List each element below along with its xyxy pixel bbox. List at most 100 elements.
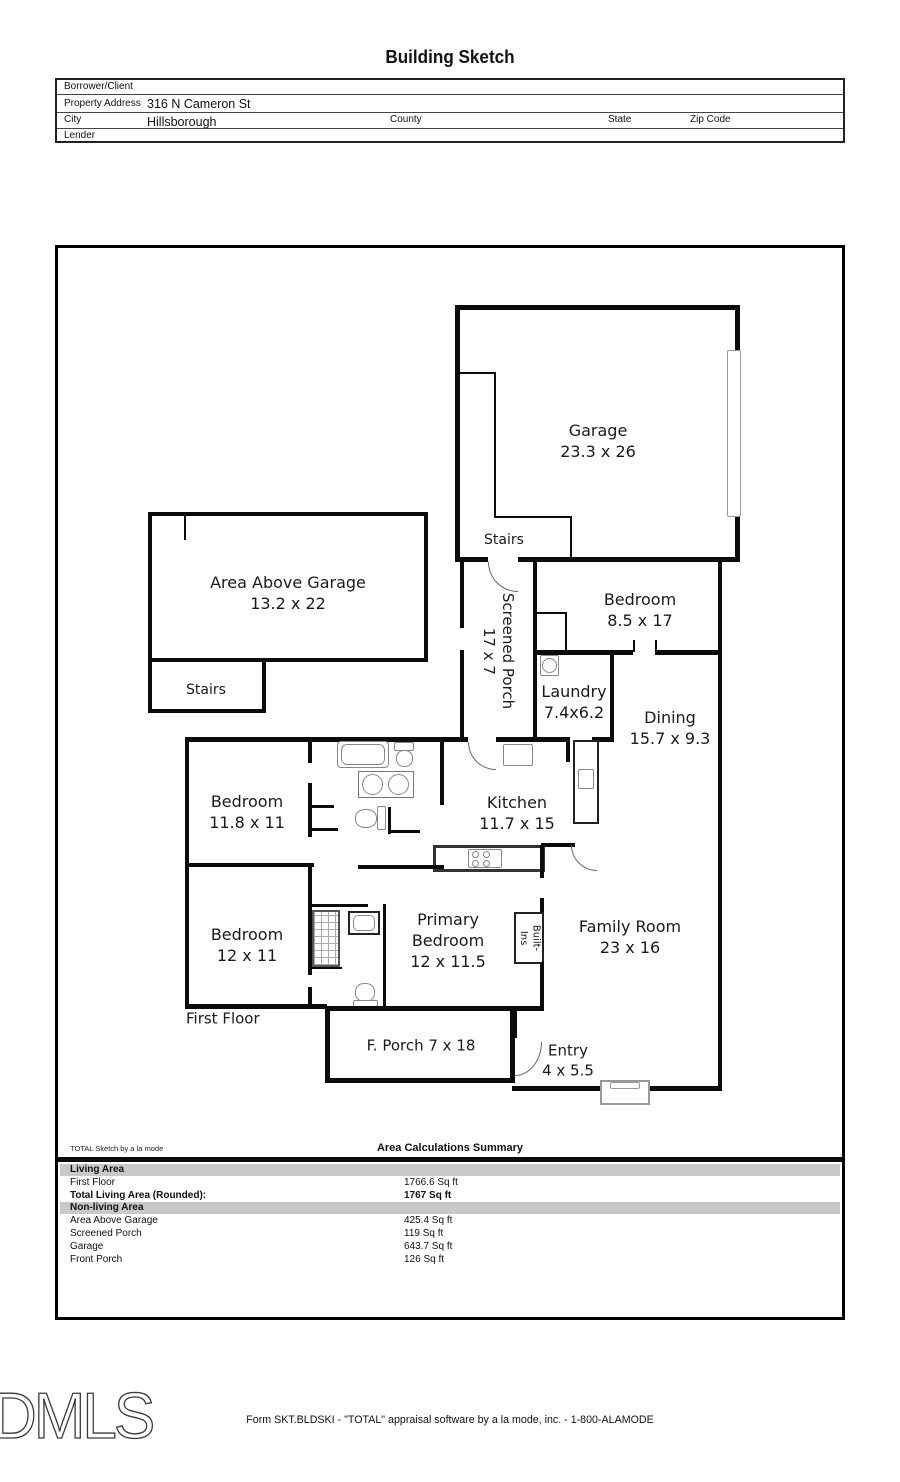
wall-segment (308, 987, 312, 1008)
room-label-entry: Entry 4 x 5.5 (542, 1041, 594, 1080)
wall-segment (592, 737, 614, 742)
summary-row-garage: Garage 643.7 Sq ft (70, 1241, 453, 1252)
page-title: Building Sketch (385, 47, 515, 67)
wall-segment (308, 828, 338, 831)
room-label-garage-stairs: Stairs (484, 531, 524, 548)
wall-segment (570, 516, 572, 557)
form-row-city: City Hillsborough County State Zip Code (57, 112, 843, 129)
room-label-front-porch: F. Porch 7 x 18 (366, 1036, 476, 1055)
wall-segment (460, 562, 464, 628)
wall-segment (184, 516, 186, 540)
wall-segment (460, 650, 464, 742)
floor-label-first-floor: First Floor (186, 1009, 260, 1028)
summary-row-total: Total Living Area (Rounded): 1767 Sq ft (70, 1190, 452, 1201)
lender-label: Lender (64, 130, 96, 141)
wall-segment (341, 744, 385, 765)
room-label-garage: Garage 23.3 x 26 (560, 421, 636, 461)
summary-title: Area Calculations Summary (376, 1142, 524, 1154)
summary-row-area-above-garage: Area Above Garage 425.4 Sq ft (70, 1215, 453, 1226)
property-address-label: Property Address (64, 98, 141, 109)
property-info-form: Borrower/Client Property Address 316 N C… (55, 78, 845, 143)
garage-door (727, 350, 741, 517)
wall-segment (472, 860, 479, 867)
room-label-bedroom3: Bedroom 12 x 11 (210, 925, 284, 965)
wall-segment (494, 372, 496, 518)
wall-segment (148, 658, 266, 713)
wall-segment (540, 962, 544, 1008)
wall-segment (541, 843, 575, 847)
wall-segment (496, 737, 566, 742)
wall-segment (388, 774, 409, 795)
borrower-label: Borrower/Client (64, 81, 133, 92)
room-label-screened-porch: Screened Porch 17 x 7 (480, 592, 517, 710)
wall-segment (358, 865, 444, 869)
wall-segment (353, 915, 375, 931)
wall-segment (655, 650, 722, 655)
wall-segment (472, 851, 479, 858)
wall-segment (185, 863, 314, 867)
wall-segment (565, 612, 567, 652)
summary-divider (58, 1157, 842, 1162)
room-label-kitchen: Kitchen 11.7 x 15 (479, 793, 555, 833)
wall-segment (512, 1006, 517, 1038)
toilet (377, 806, 386, 830)
form-row-address: Property Address 316 N Cameron St (57, 94, 843, 112)
wall-segment (388, 807, 391, 834)
wall-segment (185, 737, 468, 742)
room-label-area-above-garage: Area Above Garage 13.2 x 22 (210, 573, 366, 613)
wall-segment (312, 967, 342, 969)
wall-segment (483, 851, 490, 858)
room-label-bedroom2: Bedroom 11.8 x 11 (209, 792, 285, 832)
wall-segment (540, 845, 544, 878)
wall-segment (440, 742, 444, 805)
room-label-built-ins: Built- Ins (518, 924, 542, 952)
room-label-family-room: Family Room 23 x 16 (578, 917, 682, 957)
wall-segment (540, 898, 544, 918)
county-label: County (390, 114, 422, 125)
sketch-frame (55, 245, 845, 1320)
wall-segment (512, 1006, 544, 1011)
wall-segment (610, 1082, 640, 1089)
wall-segment (566, 737, 570, 762)
wall-segment (655, 640, 657, 652)
sketch-by-note: TOTAL Sketch by a la mode (70, 1144, 164, 1153)
summary-row-front-porch: Front Porch 126 Sq ft (70, 1254, 445, 1265)
toilet-bowl (396, 750, 413, 767)
dmls-logo: DMLS (0, 1380, 156, 1454)
wall-segment (185, 1004, 327, 1009)
wall-segment (483, 860, 490, 867)
wall-segment (494, 516, 572, 518)
wall-segment (633, 640, 635, 652)
wall-segment (518, 557, 740, 562)
room-label-dining: Dining 15.7 x 9.3 (629, 708, 711, 748)
wall-segment (362, 774, 383, 795)
wall-segment (185, 737, 189, 1009)
zip-label: Zip Code (690, 114, 731, 125)
toilet-bowl (355, 809, 377, 828)
wall-segment (388, 830, 420, 833)
form-row-lender: Lender (57, 128, 843, 143)
wall-segment (310, 904, 368, 907)
shower (312, 910, 340, 967)
city-label: City (64, 114, 82, 125)
wall-segment (537, 612, 567, 614)
living-area-header: Living Area (60, 1164, 840, 1176)
non-living-area-header: Non-living Area (60, 1202, 840, 1214)
summary-row-screened-porch: Screened Porch 119 Sq ft (70, 1228, 444, 1239)
wall-segment (455, 305, 740, 310)
wall-segment (383, 904, 386, 1006)
room-label-primary-bedroom: Primary Bedroom 12 x 11.5 (410, 909, 486, 971)
refrigerator (578, 769, 594, 789)
state-label: State (608, 114, 632, 125)
form-row-borrower: Borrower/Client (57, 80, 843, 94)
front-porch-outline (325, 1006, 515, 1083)
summary-row-first-floor: First Floor 1766.6 Sq ft (70, 1177, 458, 1188)
wall-segment (312, 805, 334, 808)
wall-segment (308, 867, 312, 975)
built-ins-box (514, 912, 544, 964)
room-label-bedroom1: Bedroom 8.5 x 17 (603, 590, 677, 630)
room-label-laundry: Laundry 7.4x6.2 (541, 682, 607, 722)
kitchen-cabinet (503, 744, 533, 766)
wall-segment (455, 305, 460, 562)
